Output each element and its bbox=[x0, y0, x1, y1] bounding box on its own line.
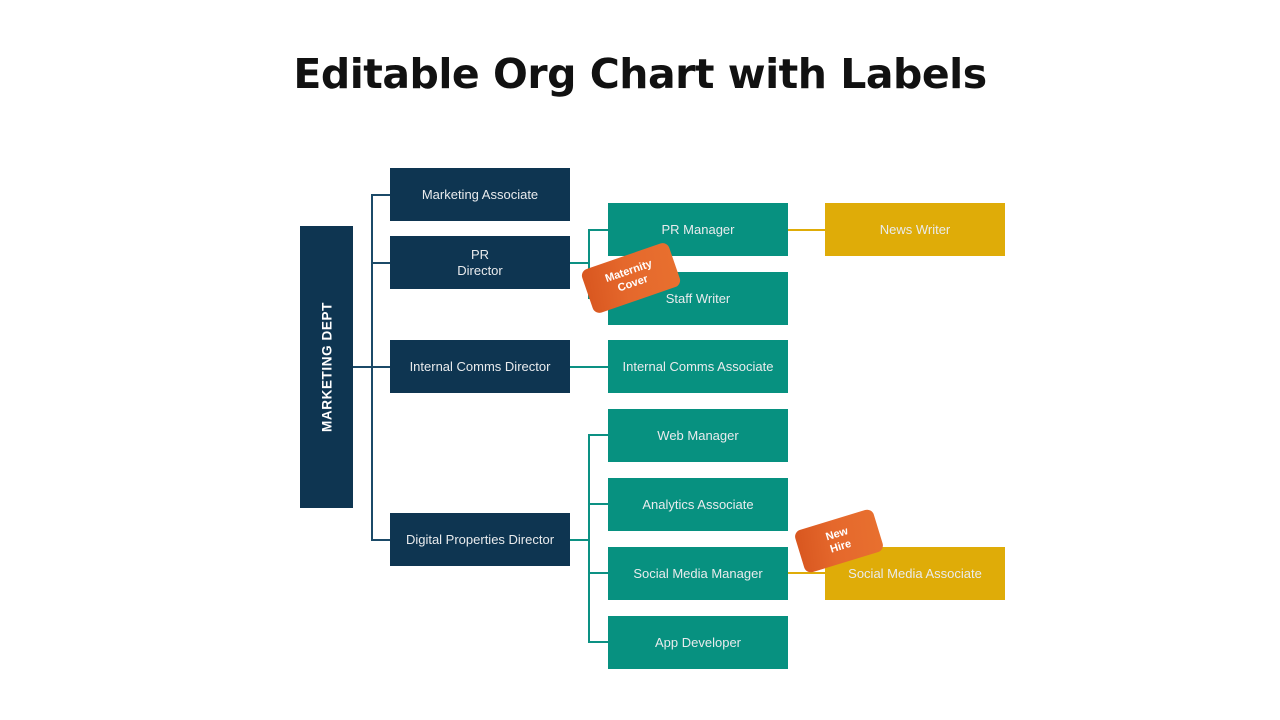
connector-to-web-manager bbox=[588, 434, 608, 436]
connector-pr-trunk bbox=[588, 229, 590, 298]
node-label: Internal Comms Director bbox=[409, 358, 551, 374]
node-label: Internal Comms Associate bbox=[622, 358, 774, 374]
connector-to-news-writer bbox=[788, 229, 826, 231]
connector-to-pr-director bbox=[371, 262, 391, 264]
node-label: Social Media Associate bbox=[848, 565, 982, 581]
node-analytics-associate[interactable]: Analytics Associate bbox=[608, 478, 788, 531]
node-internal-comms-director[interactable]: Internal Comms Director bbox=[390, 340, 570, 393]
connector-to-social-media-manager bbox=[588, 572, 608, 574]
page-title: Editable Org Chart with Labels bbox=[293, 50, 987, 98]
connector-to-internal-comms-associate bbox=[570, 366, 608, 368]
node-pr-manager[interactable]: PR Manager bbox=[608, 203, 788, 256]
node-label: Staff Writer bbox=[665, 290, 731, 306]
node-label: Marketing Associate bbox=[421, 186, 539, 202]
connector-to-digital-properties-director bbox=[371, 539, 391, 541]
node-app-developer[interactable]: App Developer bbox=[608, 616, 788, 669]
connector-to-social-media-associate bbox=[788, 572, 826, 574]
department-label: MARKETING DEPT bbox=[319, 302, 334, 432]
connector-dept-stub bbox=[353, 366, 373, 368]
node-internal-comms-associate[interactable]: Internal Comms Associate bbox=[608, 340, 788, 393]
node-label: App Developer bbox=[655, 634, 741, 650]
node-label: Web Manager bbox=[657, 427, 739, 443]
department-box-marketing[interactable]: MARKETING DEPT bbox=[300, 226, 353, 508]
node-label: News Writer bbox=[879, 221, 951, 237]
connector-pr-stub bbox=[570, 262, 590, 264]
node-label: Social Media Manager bbox=[633, 565, 763, 581]
connector-to-marketing-associate bbox=[371, 194, 391, 196]
node-news-writer[interactable]: News Writer bbox=[825, 203, 1005, 256]
node-marketing-associate[interactable]: Marketing Associate bbox=[390, 168, 570, 221]
connector-digital-stub bbox=[570, 539, 590, 541]
connector-to-app-developer bbox=[588, 641, 608, 643]
node-web-manager[interactable]: Web Manager bbox=[608, 409, 788, 462]
connector-to-internal-comms-director bbox=[371, 366, 391, 368]
node-label: Digital Properties Director bbox=[405, 531, 555, 547]
node-label-line1: PR bbox=[470, 246, 490, 262]
connector-digital-trunk bbox=[588, 434, 590, 642]
node-label: PR Manager bbox=[661, 221, 735, 237]
node-social-media-manager[interactable]: Social Media Manager bbox=[608, 547, 788, 600]
node-label-line2: Director bbox=[457, 262, 503, 278]
node-digital-properties-director[interactable]: Digital Properties Director bbox=[390, 513, 570, 566]
connector-to-analytics-associate bbox=[588, 503, 608, 505]
node-label: Analytics Associate bbox=[642, 496, 754, 512]
connector-to-pr-manager bbox=[588, 229, 608, 231]
